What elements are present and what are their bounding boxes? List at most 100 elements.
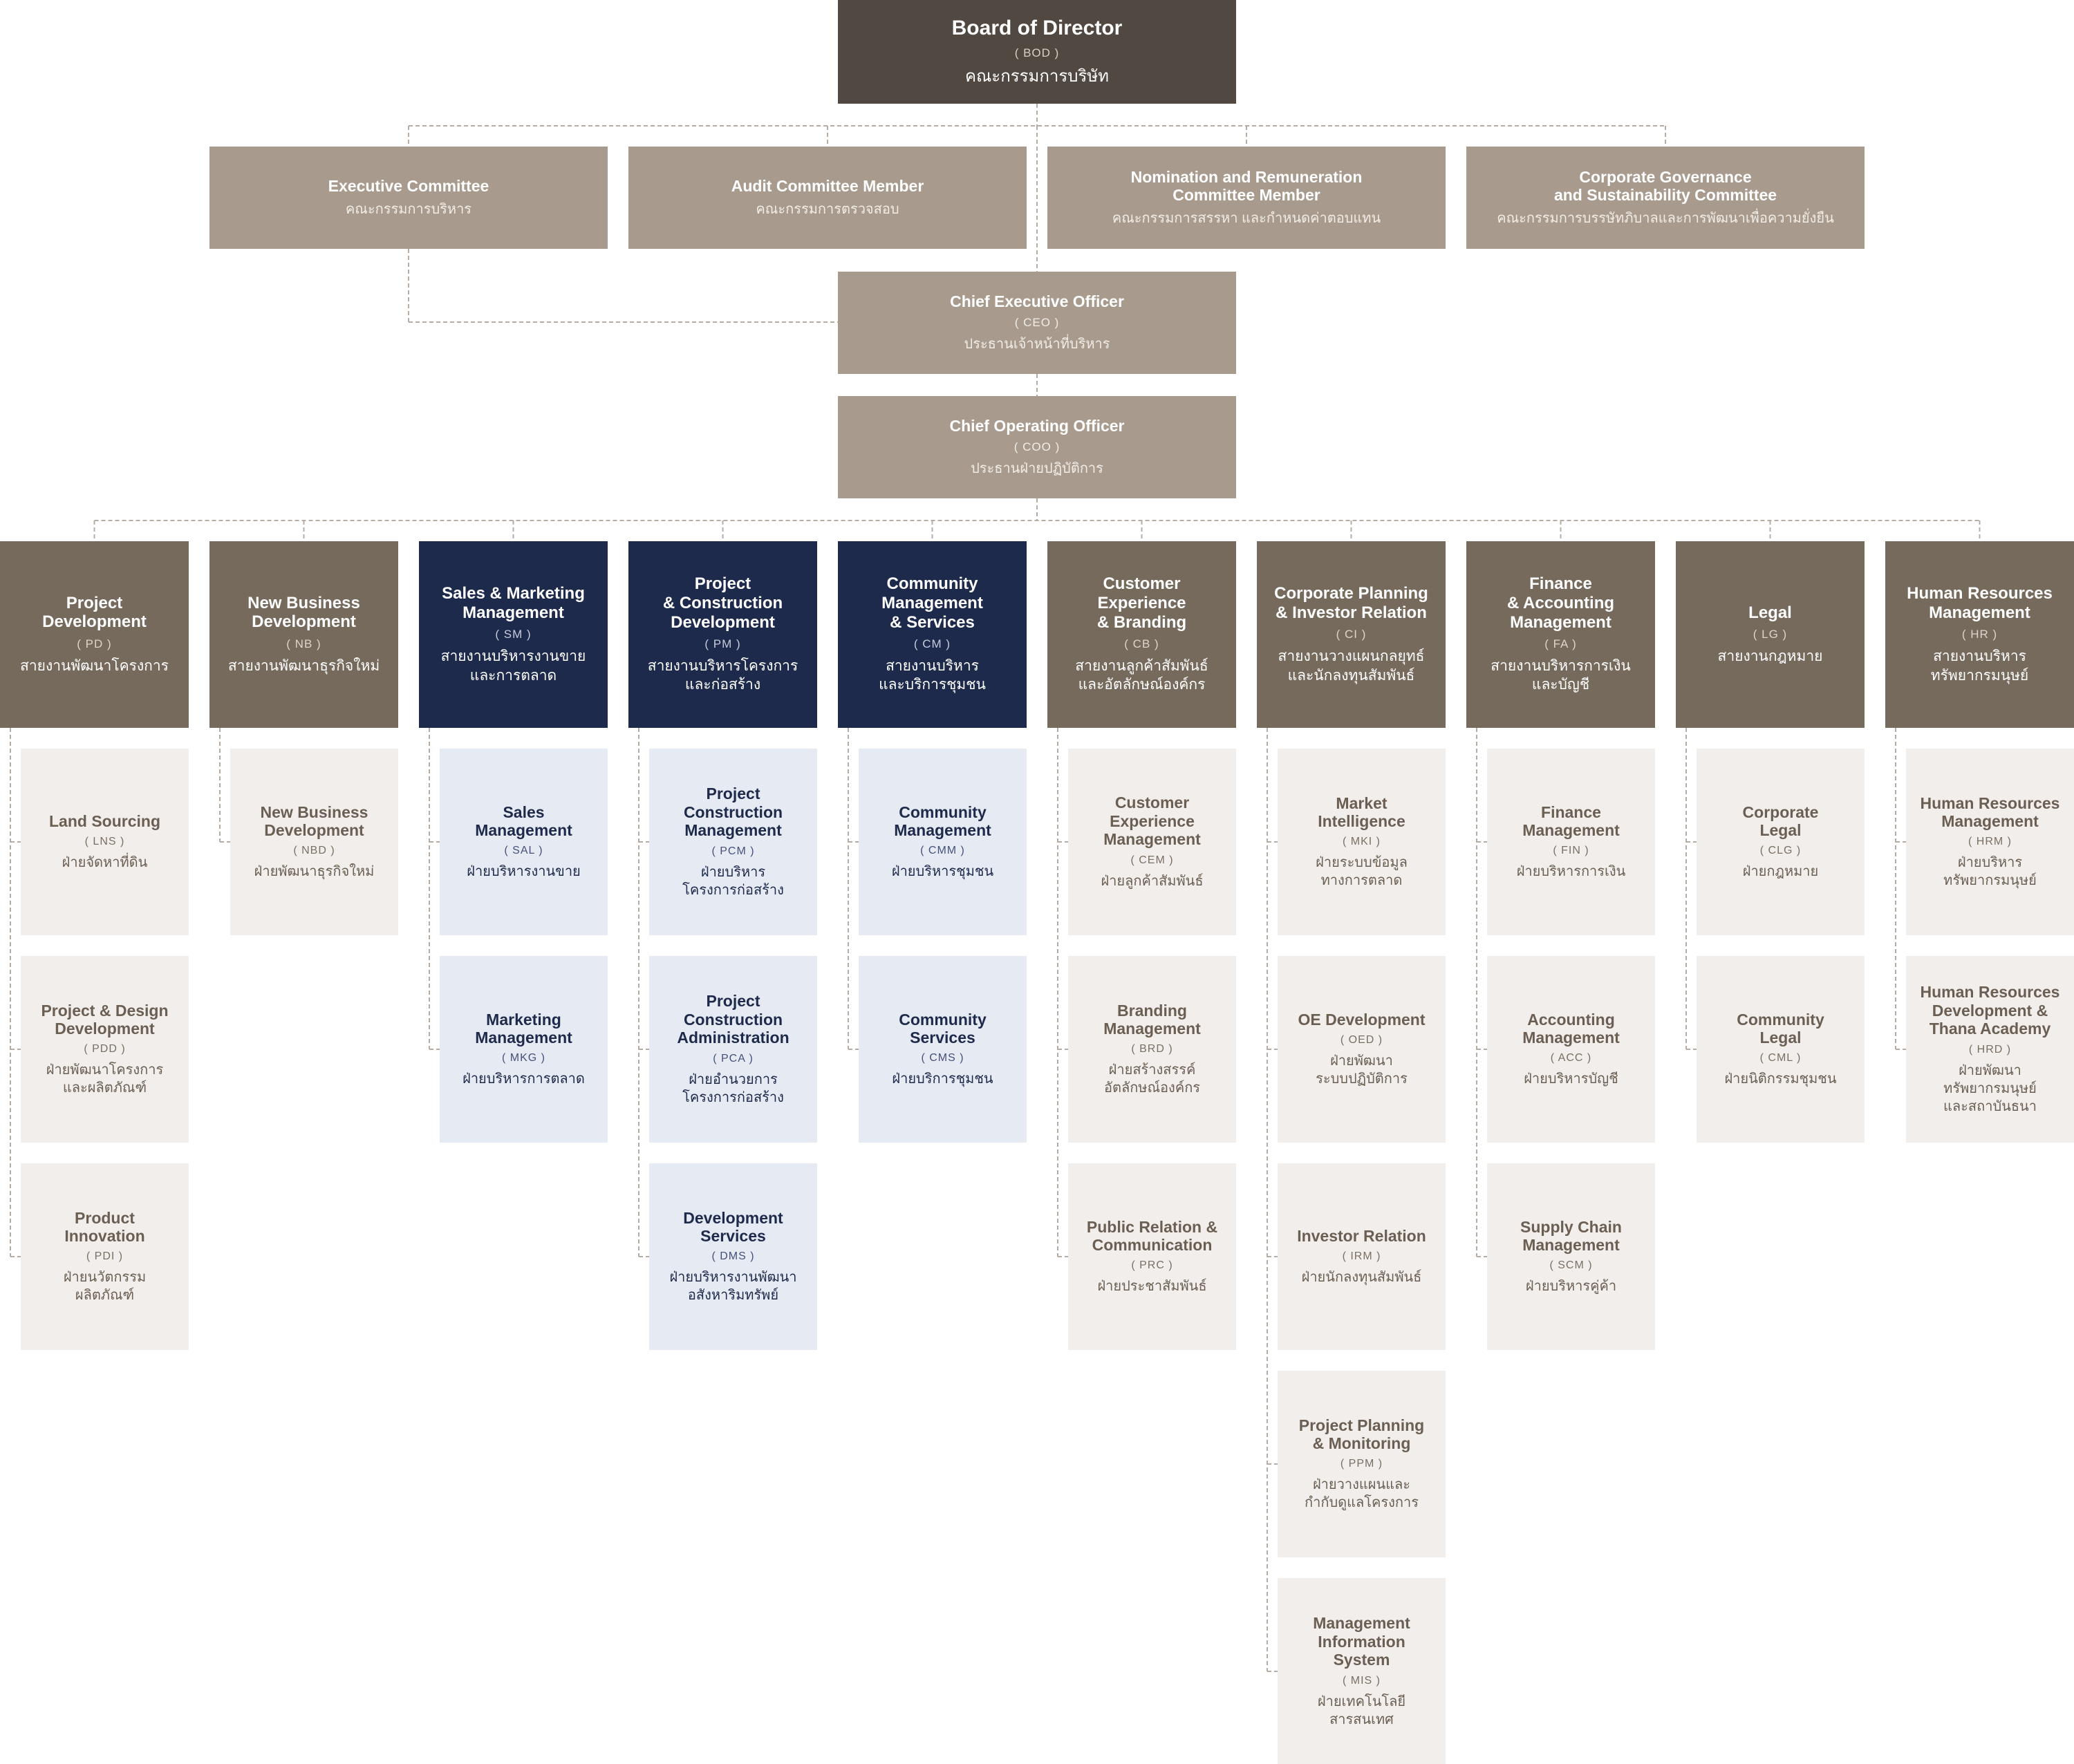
box-title: Management Information System (1313, 1614, 1410, 1669)
box-thai-label: สายงานบริหาร และบริการชุมชน (879, 658, 986, 693)
sub-unit-box: Project Construction Management( PCM )ฝ่… (649, 749, 817, 935)
sub-unit-box: Product Innovation( PDI )ฝ่ายนวัตกรรม ผล… (21, 1163, 189, 1350)
sub-unit-box: Accounting Management( ACC )ฝ่ายบริหารบั… (1487, 956, 1655, 1143)
box-thai-label: ฝ่ายบริหารการเงิน (1516, 864, 1626, 880)
division-box-6: Customer Experience & Branding( CB )สายง… (1047, 541, 1236, 728)
box-title: Accounting Management (1522, 1010, 1620, 1047)
division-box-5: Community Management & Services( CM )สาย… (838, 541, 1027, 728)
sub-unit-box: Sales Management( SAL )ฝ่ายบริหารงานขาย (440, 749, 608, 935)
division-box-2: New Business Development( NB )สายงานพัฒน… (209, 541, 398, 728)
box-thai-label: คณะกรรมการตรวจสอบ (756, 202, 899, 218)
box-thai-label: ฝ่ายนิติกรรมชุมชน (1724, 1071, 1837, 1087)
box-title: New Business Development (260, 803, 368, 839)
sub-unit-box: Human Resources Management( HRM )ฝ่ายบริ… (1906, 749, 2074, 935)
sub-unit-box: Public Relation & Communication( PRC )ฝ่… (1068, 1163, 1236, 1350)
box-thai-label: ฝ่ายพัฒนาธุรกิจใหม่ (254, 864, 375, 880)
box-title: OE Development (1298, 1010, 1426, 1029)
box-code: ( CEO ) (1014, 316, 1060, 330)
box-thai-label: ฝ่ายกฎหมาย (1742, 864, 1819, 880)
box-title: Legal (1748, 603, 1792, 622)
sub-unit-box: Community Services( CMS )ฝ่ายบริการชุมชน (859, 956, 1027, 1143)
box-code: ( CM ) (913, 637, 951, 651)
box-thai-label: ฝ่ายบริหาร โครงการก่อสร้าง (682, 864, 784, 898)
box-code: ( ACC ) (1550, 1052, 1592, 1064)
box-title: Corporate Governance and Sustainability … (1553, 167, 1777, 204)
box-title: Investor Relation (1297, 1226, 1426, 1245)
box-thai-label: สายงานบริหาร ทรัพยากรมนุษย์ (1930, 648, 2029, 684)
sub-unit-box: Community Legal( CML )ฝ่ายนิติกรรมชุมชน (1697, 956, 1865, 1143)
box-code: ( PDI ) (86, 1250, 124, 1263)
box-thai-label: สายงานบริหารการเงิน และบัญชี (1491, 658, 1631, 693)
sub-unit-box: Marketing Management( MKG )ฝ่ายบริหารการ… (440, 956, 608, 1143)
division-box-8: Finance & Accounting Management ( FA ) สาย… (1466, 541, 1655, 728)
box-code: ( FA ) (1544, 637, 1577, 651)
box-title: Corporate Legal (1742, 803, 1819, 839)
box-code: ( NBD ) (293, 845, 335, 857)
box-thai-label: ฝ่ายพัฒนา ทรัพยากรมนุษย์ และสถาบันธนา (1943, 1062, 2037, 1114)
sub-unit-box: Project Planning & Monitoring ( PPM ) ฝ่าย… (1278, 1371, 1446, 1557)
box-title: Chief Operating Officer (949, 416, 1125, 435)
box-title: Project & Construction Development (662, 574, 783, 632)
box-title: Sales & Marketing Management (442, 584, 585, 622)
sub-unit-box: Management Information System( MIS )ฝ่าย… (1278, 1578, 1446, 1764)
division-box-10: Human Resources Management( HR )สายงานบร… (1885, 541, 2074, 728)
committee-box-4: Corporate Governance and Sustainability … (1466, 147, 1865, 249)
sub-unit-box: Human Resources Development & Thana Acad… (1906, 956, 2074, 1143)
box-title: Supply Chain Management (1520, 1217, 1622, 1254)
committee-box-3: Nomination and Remuneration Committee Me… (1047, 147, 1446, 249)
box-title: Customer Experience Management (1103, 794, 1201, 849)
division-box-9: Legal( LG )สายงานกฎหมาย (1676, 541, 1865, 728)
box-title: Project Planning & Monitoring (1298, 1416, 1425, 1452)
box-thai-label: ฝ่ายนวัตกรรม ผลิตภัณฑ์ (63, 1270, 147, 1304)
box-code: ( CML ) (1759, 1052, 1802, 1064)
box-code: ( COO ) (1013, 440, 1061, 454)
division-box-7: Corporate Planning & Investor Relation( … (1257, 541, 1446, 728)
sub-unit-box: Customer Experience Management( CEM )ฝ่า… (1068, 749, 1236, 935)
sub-unit-box: Corporate Legal( CLG )ฝ่ายกฎหมาย (1697, 749, 1865, 935)
box-code: ( NB ) (286, 637, 321, 650)
box-thai-label: ฝ่ายระบบข้อมูล ทางการตลาด (1316, 855, 1408, 889)
box-thai-label: ฝ่ายบริหารงานขาย (467, 864, 581, 880)
sub-unit-box: Finance Management( FIN )ฝ่ายบริหารการเง… (1487, 749, 1655, 935)
division-box-1: Project Development( PD )สายงานพัฒนาโครง… (0, 541, 189, 728)
box-code: ( SM ) (495, 628, 532, 641)
box-thai-label: สายงานลูกค้าสัมพันธ์ และอัตลักษณ์องค์กร (1075, 658, 1208, 693)
box-title: Nomination and Remuneration Committee Me… (1130, 167, 1363, 204)
box-code: ( PPM ) (1340, 1458, 1383, 1470)
box-thai-label: ฝ่ายวางแผนและ กำกับดูแลโครงการ (1305, 1477, 1419, 1511)
box-title: Sales Management (475, 803, 572, 839)
box-thai-label: คณะกรรมการบรรษัทภิบาลและการพัฒนาเพื่อควา… (1497, 211, 1834, 227)
box-thai-label: ฝ่ายอำนวยการ โครงการก่อสร้าง (682, 1071, 784, 1105)
box-title: Executive Committee (328, 176, 489, 195)
box-code: ( HRD ) (1968, 1043, 2012, 1055)
box-title: Project & Design Development (41, 1001, 169, 1038)
box-thai-label: ฝ่ายบริหารชุมชน (891, 864, 994, 880)
box-code: ( OED ) (1340, 1034, 1383, 1047)
box-code: ( CEM ) (1130, 854, 1174, 866)
box-code: ( PCA ) (713, 1052, 754, 1064)
box-code: ( BRD ) (1131, 1043, 1173, 1055)
box-thai-label: ฝ่ายพัฒนา ระบบปฏิบัติการ (1316, 1053, 1408, 1087)
ceo-box: Chief Executive Officer( CEO )ประธานเจ้า… (838, 272, 1236, 374)
box-title: Marketing Management (475, 1010, 572, 1047)
box-title: Project Construction Administration (677, 992, 790, 1047)
box-title: New Business Development (247, 593, 360, 632)
box-thai-label: สายงานบริหารโครงการ และก่อสร้าง (647, 658, 798, 693)
box-thai-label: ฝ่ายสร้างสรรค์ อัตลักษณ์องค์กร (1103, 1062, 1201, 1096)
box-thai-label: ประธานเจ้าหน้าที่บริหาร (964, 337, 1110, 353)
box-thai-label: ฝ่ายนักลงทุนสัมพันธ์ (1301, 1270, 1422, 1286)
sub-unit-box: Community Management( CMM )ฝ่ายบริหารชุม… (859, 749, 1027, 935)
box-title: Project Construction Management (683, 785, 783, 840)
box-title: Public Relation & Communication (1086, 1217, 1218, 1254)
coo-box: Chief Operating Officer( COO )ประธานฝ่าย… (838, 396, 1236, 498)
box-code: ( PM ) (704, 637, 741, 651)
sub-unit-box: New Business Development ( NBD ) ฝ่ายพัฒนา… (230, 749, 398, 935)
sub-unit-box: Land Sourcing( LNS )ฝ่ายจัดหาที่ดิน (21, 749, 189, 935)
box-title: Finance & Accounting Management (1506, 574, 1615, 632)
sub-unit-box: Market Intelligence( MKI )ฝ่ายระบบข้อมูล… (1278, 749, 1446, 935)
box-title: Finance Management (1522, 803, 1620, 839)
box-code: ( CMS ) (921, 1052, 964, 1064)
box-thai-label: ฝ่ายประชาสัมพันธ์ (1097, 1279, 1207, 1295)
